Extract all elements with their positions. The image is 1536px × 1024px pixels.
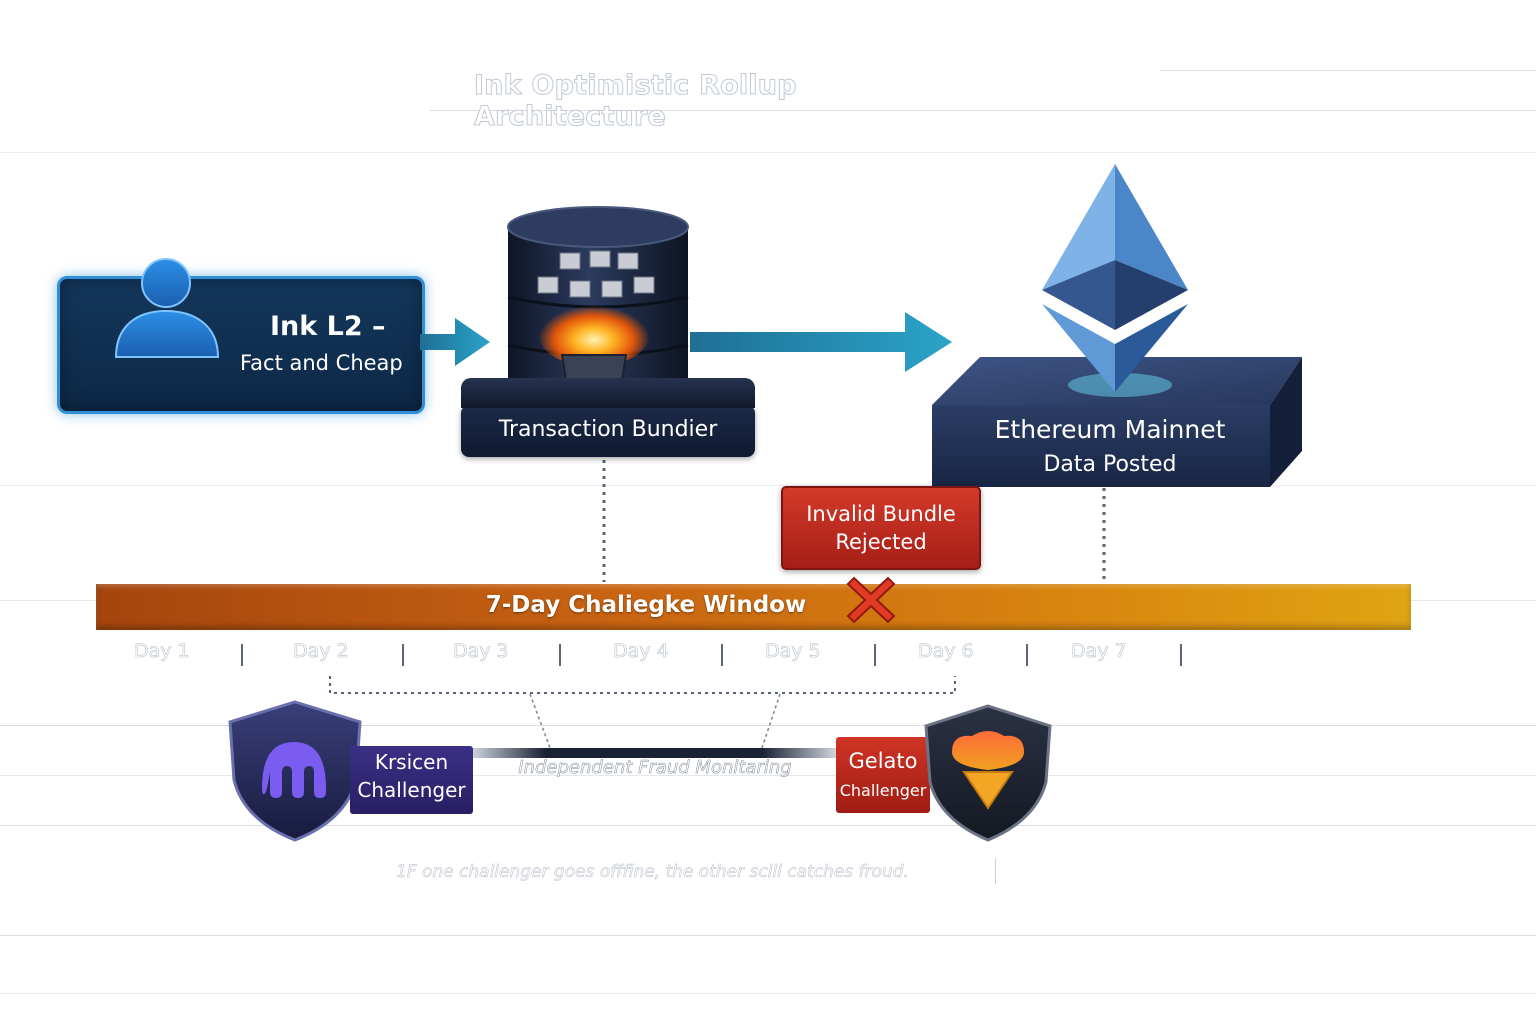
kraken-role: Challenger <box>357 778 466 802</box>
gelato-shield-icon <box>922 704 1054 846</box>
day-tick <box>1180 644 1182 666</box>
day-tick <box>241 644 243 666</box>
ink-l2-title: Ink L2 – <box>270 311 386 342</box>
ethereum-icon <box>1040 162 1190 398</box>
guide-line <box>0 825 1536 826</box>
ethereum-title: Ethereum Mainnet <box>994 415 1226 444</box>
x-mark-icon <box>846 572 896 628</box>
guide-line <box>0 725 1536 726</box>
day-label: Day 2 <box>293 640 349 663</box>
day-tick <box>559 644 561 666</box>
kraken-name: Krsicen <box>374 750 449 774</box>
day-label: Day 7 <box>1071 640 1127 663</box>
ink-l2-subtitle: Fact and Cheap <box>240 351 403 375</box>
day-label: Day 6 <box>918 640 974 663</box>
guide-line <box>0 993 1536 994</box>
day-label: Day 1 <box>134 640 190 663</box>
day-label: Day 3 <box>453 640 509 663</box>
guide-line <box>430 110 1536 111</box>
challenge-window-label: 7-Day Chaliegke Window <box>485 592 807 618</box>
ink-l2-card: Ink L2 – Fact and Cheap <box>57 258 425 414</box>
monitoring-link-bar <box>472 748 836 758</box>
footnote: 1F one challenger goes offfine, the othe… <box>396 862 909 883</box>
kraken-challenger-label: Krsicen Challenger <box>350 746 473 814</box>
arrow-to-ethereum <box>690 312 952 372</box>
invalid-bundle-callout: Invalid Bundle Rejected <box>781 486 981 570</box>
day-label: Day 4 <box>613 640 669 663</box>
guide-line <box>0 152 1536 153</box>
bundler-plinth <box>461 378 755 408</box>
guide-line <box>0 485 1536 486</box>
challenge-window-bar: 7-Day Chaliegke Window <box>96 584 1411 630</box>
day-tick <box>721 644 723 666</box>
guide-line <box>1160 70 1536 71</box>
user-icon <box>108 253 228 367</box>
gelato-name: Gelato <box>848 749 918 773</box>
day-bracket <box>329 676 956 694</box>
guide-line <box>0 775 1536 776</box>
bundler-database-icon <box>500 205 696 414</box>
divider <box>995 858 996 884</box>
bundler-base: Transaction Bundier <box>461 405 755 457</box>
kraken-shield-icon <box>228 700 363 846</box>
invalid-bundle-line2: Rejected <box>835 530 927 554</box>
gelato-challenger-label: Gelato Challenger <box>836 737 930 813</box>
day-tick <box>1026 644 1028 666</box>
bundler-label: Transaction Bundier <box>498 417 718 442</box>
gelato-role: Challenger <box>839 781 927 800</box>
day-label: Day 5 <box>765 640 821 663</box>
invalid-bundle-line1: Invalid Bundle <box>806 502 956 526</box>
diagram-title: Ink Optimistic Rollup Architecture <box>474 70 798 133</box>
guide-line <box>0 935 1536 936</box>
arrow-to-bundler <box>420 318 490 366</box>
monitoring-link-label: Independent Fraud Monitaring <box>518 757 792 779</box>
ethereum-subtitle: Data Posted <box>1043 452 1177 477</box>
day-tick <box>402 644 404 666</box>
day-tick <box>874 644 876 666</box>
